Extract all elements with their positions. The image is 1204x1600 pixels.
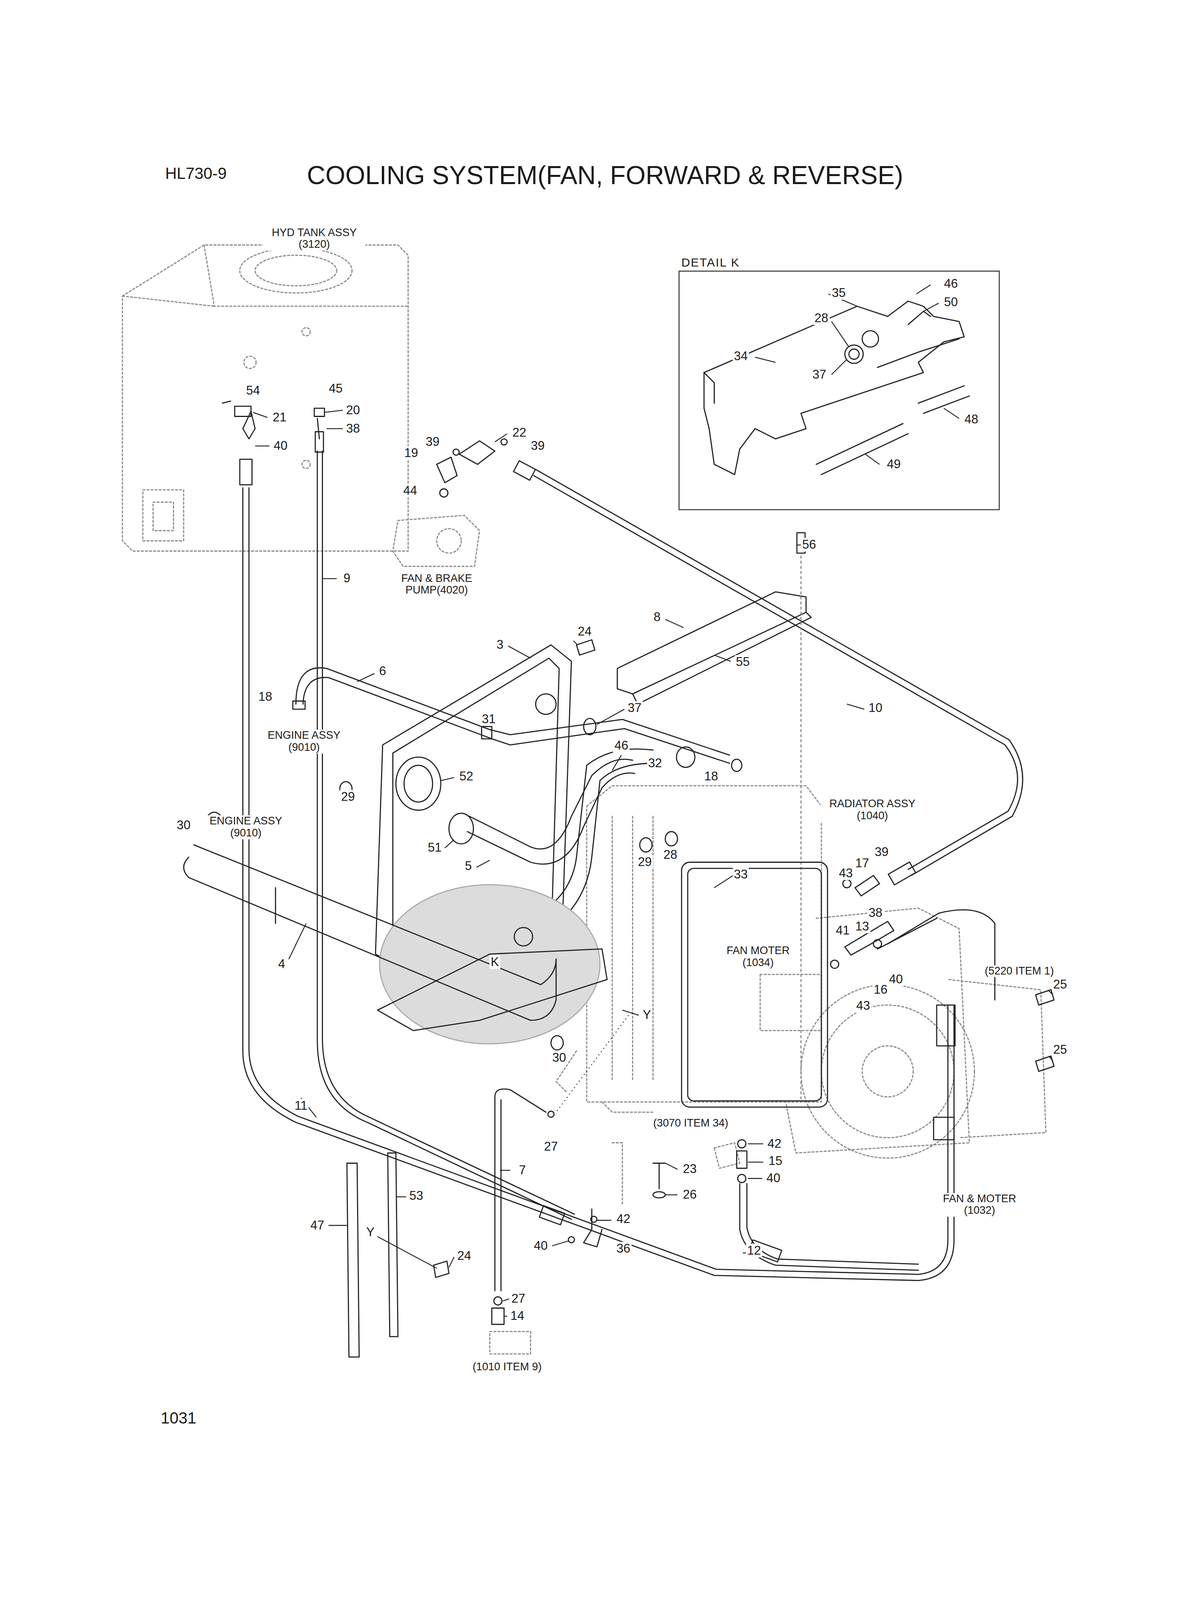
callout-number: 53 [408, 1189, 425, 1203]
callout-number: 37 [626, 701, 643, 715]
callout-number: 47 [309, 1218, 326, 1233]
callout-number: 32 [646, 756, 663, 771]
reference-label: (1010 ITEM 9) [471, 1361, 544, 1374]
callout-number: 36 [615, 1242, 632, 1256]
callout-number: 13 [854, 919, 871, 934]
callout-number: 39 [529, 439, 546, 453]
detail-heading: DETAIL K [681, 255, 740, 270]
callout-number: 25 [1051, 977, 1068, 992]
callout-number: 17 [854, 856, 871, 871]
callout-number: 29 [339, 790, 356, 804]
callout-number: 3 [495, 638, 505, 652]
callout-number: 54 [244, 383, 261, 398]
callout-number: 55 [734, 655, 751, 669]
callout-number: 35 [830, 286, 847, 300]
reference-label: HYD TANK ASSY (3120) [262, 226, 366, 251]
callout-number: 51 [426, 840, 443, 855]
callout-number: 24 [456, 1249, 473, 1263]
callout-number: 12 [746, 1244, 763, 1258]
callout-number: 26 [681, 1187, 698, 1202]
reference-label: ENGINE ASSY (9010) [201, 815, 291, 840]
reference-label: FAN & BRAKE PUMP(4020) [392, 572, 482, 597]
callout-number: 30 [175, 818, 192, 833]
callout-number: 6 [377, 664, 388, 679]
callout-number: 27 [542, 1139, 559, 1154]
callout-number: K [489, 955, 501, 970]
callout-number: Y [365, 1225, 376, 1240]
callout-number: 39 [424, 435, 441, 449]
page-code: HL730-9 [164, 164, 228, 183]
reference-label: FAN MOTER (1034) [718, 945, 798, 969]
callout-number: 9 [342, 571, 352, 586]
callout-number: 25 [1051, 1043, 1068, 1057]
reference-label: (3070 ITEM 34) [652, 1117, 730, 1130]
page-code: 1031 [159, 1409, 198, 1427]
callout-number: 5 [463, 859, 473, 873]
callout-number: 37 [811, 367, 828, 382]
callout-number: 49 [885, 457, 902, 472]
callout-number: 40 [765, 1171, 782, 1186]
callout-number: 28 [813, 311, 830, 326]
callout-number: 20 [345, 403, 362, 418]
callout-number: 46 [613, 738, 630, 753]
callout-number: 15 [767, 1154, 784, 1168]
reference-label: ENGINE ASSY (9010) [259, 730, 349, 754]
reference-label: (5220 ITEM 1) [983, 965, 1056, 978]
callout-number: 24 [576, 624, 593, 639]
callout-number: 41 [834, 923, 851, 938]
callout-number: 33 [732, 867, 749, 882]
callout-number: 30 [551, 1051, 568, 1065]
callout-number: 16 [872, 983, 889, 997]
callout-number: 7 [517, 1163, 528, 1178]
callout-number: 48 [963, 412, 980, 427]
callout-number: 27 [510, 1292, 527, 1306]
callout-number: 43 [837, 866, 854, 881]
callout-number: 42 [615, 1212, 632, 1227]
callout-number: 19 [403, 446, 420, 460]
callout-number: 21 [271, 410, 288, 425]
reference-label: FAN & MOTER (1032) [935, 1193, 1024, 1217]
callout-number: 22 [511, 425, 528, 440]
callout-number: 4 [276, 957, 287, 972]
callout-number: 38 [867, 906, 884, 920]
callout-number: 28 [662, 848, 679, 862]
callout-number: 39 [873, 844, 890, 859]
callout-number: 50 [943, 295, 960, 310]
callout-number: 14 [509, 1309, 526, 1323]
callout-number: 43 [854, 999, 871, 1013]
callout-number: Y [641, 1008, 653, 1022]
callout-number: 11 [293, 1099, 309, 1113]
callout-number: 40 [532, 1238, 549, 1253]
callout-number: 29 [636, 855, 653, 869]
callout-number: 31 [480, 712, 497, 727]
reference-label: RADIATOR ASSY (1040) [820, 798, 925, 822]
callout-number: 46 [943, 276, 960, 291]
callout-number: 23 [681, 1162, 698, 1176]
callout-number: 18 [703, 769, 720, 784]
callout-number: 40 [272, 439, 289, 453]
callout-number: 45 [327, 381, 344, 396]
page-title: COOLING SYSTEM(FAN, FORWARD & REVERSE) [307, 160, 904, 191]
callout-number: 34 [732, 349, 749, 364]
callout-number: 10 [867, 701, 884, 715]
callout-number: 38 [345, 421, 362, 436]
callout-number: 8 [652, 610, 662, 625]
callout-number: 18 [257, 690, 274, 704]
callout-number: 52 [458, 769, 475, 784]
callout-number: 42 [766, 1137, 783, 1151]
callout-number: 40 [887, 972, 904, 987]
callout-number: 44 [402, 483, 419, 498]
callout-number: 56 [800, 537, 817, 552]
